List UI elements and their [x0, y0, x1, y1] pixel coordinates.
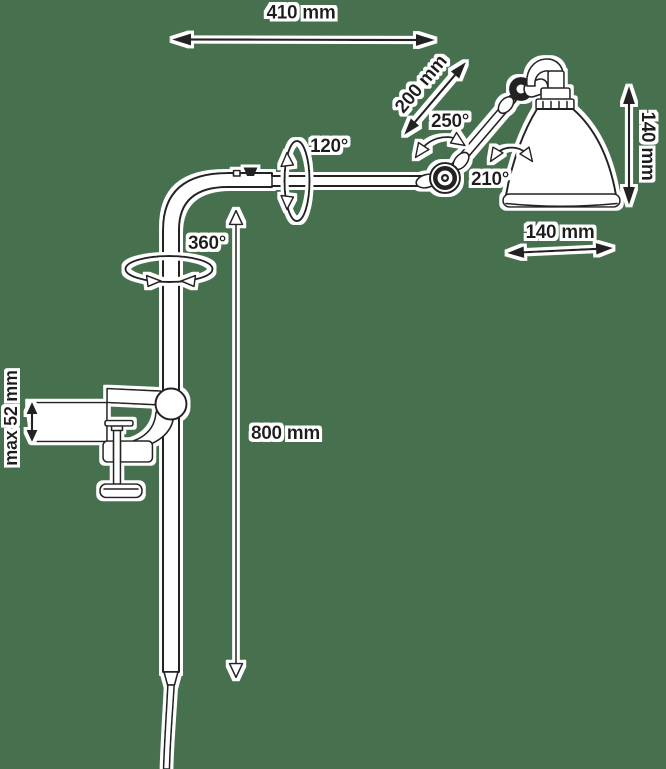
dim-210-arrowhead-left	[489, 146, 504, 163]
dimension-140mm-diameter: 140 mm	[507, 222, 613, 258]
dimension-410mm: 410 mm	[172, 3, 435, 46]
dim-52-label: max 52 mm	[1, 370, 21, 465]
clamp-top-jaw	[106, 387, 162, 406]
dim-800-arrowhead-top	[228, 209, 244, 226]
dim-120-arrowhead-up	[280, 151, 295, 168]
dim-200-line	[413, 73, 457, 124]
dim-410-arrowhead-left	[172, 33, 191, 46]
dim-140h-arrowhead-bottom	[623, 187, 635, 205]
dim-120-label: 120°	[310, 136, 348, 157]
dim-210-arrowhead-right	[519, 146, 534, 163]
lamp-artwork	[28, 58, 621, 769]
dim-360-label: 360°	[188, 233, 226, 254]
dim-200-arrowhead-upper	[450, 62, 466, 79]
dim-250-arrowhead-right	[449, 131, 466, 147]
shade-collar-ticks	[542, 100, 568, 109]
pole-end-cap	[163, 671, 179, 686]
dimension-800mm: 800 mm	[228, 209, 320, 679]
dim-200-arrowhead-lower	[404, 118, 420, 135]
clamp-lower-jaw	[102, 440, 154, 463]
head-joint-hole	[516, 84, 526, 94]
dim-360-arrowhead-left	[145, 274, 162, 288]
dim-210-label: 210°	[471, 169, 509, 190]
lamp-pole-and-arm	[162, 167, 434, 769]
dimension-140mm-height: 140 mm	[623, 86, 658, 205]
dim-410-label: 410 mm	[267, 3, 336, 24]
dim-360-arrowhead-right	[180, 274, 197, 288]
dim-200-label: 200 mm	[391, 51, 451, 117]
lamp-head	[502, 58, 621, 208]
table-slab	[28, 401, 108, 443]
dim-800-arrowhead-bottom	[228, 662, 244, 679]
dim-140d-line	[521, 247, 599, 254]
clamp-knuckle	[154, 387, 188, 421]
dim-52-arrowhead-top	[26, 402, 38, 414]
dim-52-arrowhead-bottom	[26, 430, 38, 442]
clamp-screw-pad	[104, 419, 134, 427]
dim-140h-arrowhead-top	[623, 86, 635, 104]
clamp-screw-rod	[112, 423, 122, 486]
arm-notch	[232, 169, 241, 177]
dim-410-arrowhead-right	[416, 34, 435, 46]
dim-140d-arrowhead-right	[595, 243, 613, 255]
dim-800-label: 800 mm	[251, 423, 320, 444]
power-cable	[162, 684, 175, 769]
dim-120-arrowhead-down	[280, 194, 295, 211]
dimension-360deg: 360°	[124, 233, 226, 288]
dim-140h-label: 140 mm	[637, 112, 658, 181]
dim-140d-label: 140 mm	[526, 222, 595, 243]
dimension-210deg: 210°	[471, 146, 534, 190]
dim-360-ellipse	[124, 255, 214, 283]
forearm-olive-upper	[497, 95, 515, 115]
dim-250-arrowhead-left	[414, 141, 430, 159]
elbow-and-forearm	[415, 94, 517, 194]
dim-410-line	[186, 38, 422, 42]
clamp-screw-handle	[99, 483, 143, 499]
elbow-axle-hole	[443, 176, 447, 180]
dim-120-ellipse	[283, 140, 311, 222]
dim-140d-arrowhead-left	[507, 246, 525, 258]
dimension-max52mm: max 52 mm	[1, 370, 38, 466]
table-clamp	[28, 387, 188, 499]
shade-rim-line	[505, 202, 618, 207]
dim-250-label: 250°	[431, 111, 469, 132]
dimension-250deg: 250°	[414, 111, 469, 159]
dimension-120deg: 120°	[280, 136, 348, 222]
arm-switch	[243, 167, 258, 176]
